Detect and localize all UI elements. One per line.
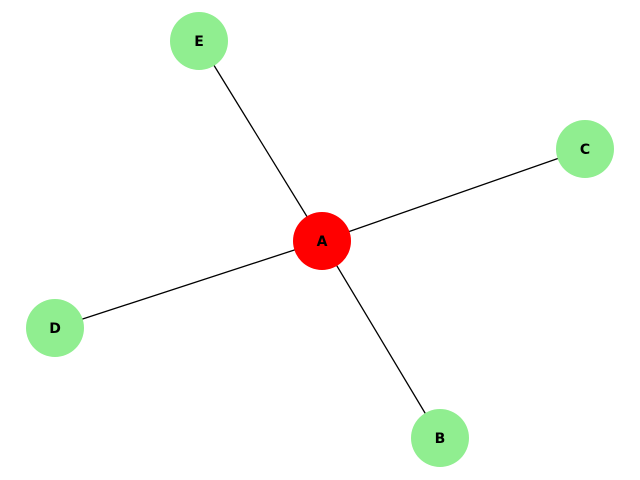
edge-A-C [321, 148, 586, 242]
edge-A-E [198, 40, 323, 242]
node-E-circle[interactable] [170, 12, 228, 70]
node-C[interactable]: C [556, 120, 614, 178]
node-B[interactable]: B [411, 409, 469, 467]
node-C-circle[interactable] [556, 120, 614, 178]
node-D-circle[interactable] [26, 299, 84, 357]
node-D[interactable]: D [26, 299, 84, 357]
node-E[interactable]: E [170, 12, 228, 70]
node-A[interactable]: A [293, 212, 351, 270]
node-A-circle[interactable] [293, 212, 351, 270]
node-B-circle[interactable] [411, 409, 469, 467]
edge-A-B [321, 240, 441, 439]
edge-A-D [54, 240, 323, 329]
